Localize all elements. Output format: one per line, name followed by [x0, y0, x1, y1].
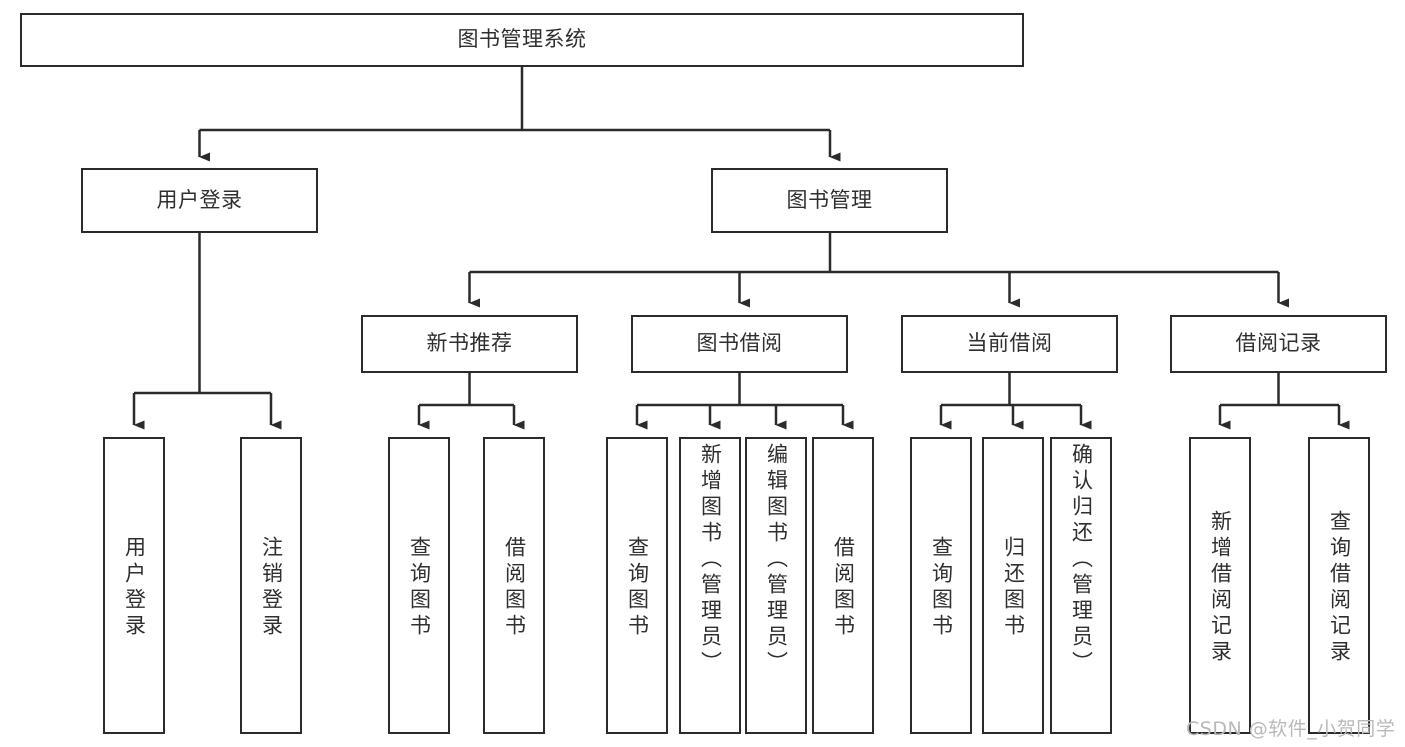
- leaf-borrow-book-2[interactable]: 借阅图书: [812, 437, 874, 734]
- leaf-return-book-label: 归还图书: [1001, 535, 1026, 640]
- edges-currentborrow-to-leaves: [939, 373, 1092, 430]
- leaf-edit-book-label: 编辑图书（管理员）: [764, 443, 789, 677]
- leaf-borrow-book-1-label: 借阅图书: [502, 535, 527, 640]
- edges-root-to-level2: [198, 67, 841, 162]
- leaf-user-login[interactable]: 用户登录: [103, 437, 165, 734]
- leaf-query-record[interactable]: 查询借阅记录: [1308, 437, 1370, 734]
- leaf-query-book-1[interactable]: 查询图书: [388, 437, 450, 734]
- edges-bookborrow-to-leaves: [635, 373, 854, 430]
- node-new-book-rec[interactable]: 新书推荐: [361, 315, 578, 373]
- edges-borrowrecord-to-leaves: [1218, 373, 1350, 430]
- leaf-add-record-label: 新增借阅记录: [1208, 509, 1233, 666]
- node-book-borrow-label: 图书借阅: [696, 331, 783, 356]
- leaf-query-book-1-label: 查询图书: [407, 535, 432, 640]
- leaf-confirm-return[interactable]: 确认归还（管理员）: [1050, 437, 1112, 734]
- node-book-manage-label: 图书管理: [786, 187, 873, 212]
- edges-bookmanage-to-level3: [468, 233, 1289, 308]
- leaf-query-book-3[interactable]: 查询图书: [910, 437, 972, 734]
- leaf-edit-book[interactable]: 编辑图书（管理员）: [745, 437, 807, 734]
- node-new-book-rec-label: 新书推荐: [426, 331, 513, 356]
- node-current-borrow-label: 当前借阅: [966, 331, 1053, 356]
- leaf-return-book[interactable]: 归还图书: [982, 437, 1044, 734]
- leaf-add-book[interactable]: 新增图书（管理员）: [679, 437, 741, 734]
- node-user-login[interactable]: 用户登录: [81, 168, 318, 233]
- edges-userlogin-to-leaves: [132, 233, 282, 430]
- node-user-login-label: 用户登录: [156, 187, 243, 212]
- node-root[interactable]: 图书管理系统: [20, 13, 1024, 67]
- node-borrow-record[interactable]: 借阅记录: [1170, 315, 1387, 373]
- node-current-borrow[interactable]: 当前借阅: [901, 315, 1118, 373]
- node-book-borrow[interactable]: 图书借阅: [631, 315, 848, 373]
- leaf-borrow-book-1[interactable]: 借阅图书: [483, 437, 545, 734]
- leaf-borrow-book-2-label: 借阅图书: [831, 535, 856, 640]
- node-book-manage[interactable]: 图书管理: [711, 168, 948, 233]
- edges-newbookrec-to-leaves: [417, 373, 525, 430]
- node-borrow-record-label: 借阅记录: [1235, 331, 1322, 356]
- watermark-text: CSDN @软件_小贺同学: [1186, 718, 1396, 740]
- leaf-query-book-2[interactable]: 查询图书: [606, 437, 668, 734]
- leaf-logout-label: 注销登录: [259, 535, 284, 640]
- leaf-query-book-2-label: 查询图书: [625, 535, 650, 640]
- leaf-logout[interactable]: 注销登录: [240, 437, 302, 734]
- leaf-add-record[interactable]: 新增借阅记录: [1189, 437, 1251, 734]
- leaf-query-record-label: 查询借阅记录: [1327, 509, 1352, 666]
- leaf-query-book-3-label: 查询图书: [929, 535, 954, 640]
- leaf-add-book-label: 新增图书（管理员）: [698, 443, 723, 677]
- leaf-user-login-label: 用户登录: [122, 535, 147, 640]
- leaf-confirm-return-label: 确认归还（管理员）: [1069, 443, 1094, 677]
- node-root-label: 图书管理系统: [457, 27, 587, 52]
